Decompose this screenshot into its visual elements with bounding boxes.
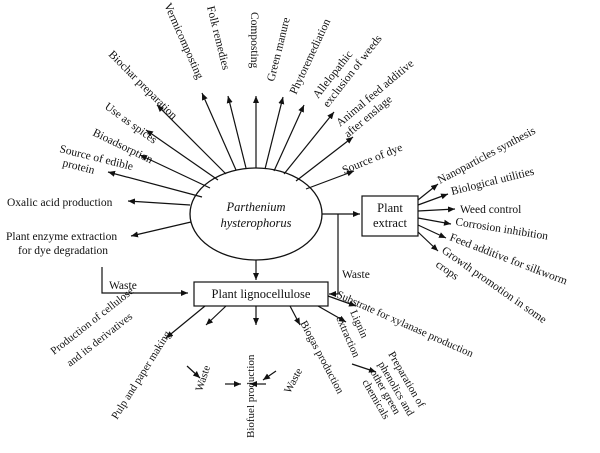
label-plant-enzyme-1: Plant enzyme extraction xyxy=(6,231,117,243)
lignocellulose-box xyxy=(193,281,329,307)
lignocellulose-arrows xyxy=(165,295,377,387)
label-source-of-dye: Source of dye xyxy=(341,142,405,177)
bottom-waste-right: Waste xyxy=(282,366,305,395)
arrow-source-of-dye xyxy=(305,170,355,190)
label-composting: Composting xyxy=(248,12,260,68)
arrow-animal-feed xyxy=(295,136,354,182)
arrow-green-manure xyxy=(264,96,285,170)
label-plant-enzyme-2: for dye degradation xyxy=(18,245,108,257)
arrow-phytoremediation xyxy=(273,104,305,172)
waste-label-left: Waste xyxy=(109,280,137,292)
plant-extract-label-2: extract xyxy=(373,216,408,230)
arrow-oxalic-acid xyxy=(127,198,191,206)
waste-from-left-arrow xyxy=(101,267,188,296)
arrow-biochar xyxy=(156,104,227,175)
center-ellipse xyxy=(189,167,323,261)
plant-extract-uses: Nanoparticles synthesis Biological utili… xyxy=(433,125,569,326)
label-green-manure: Green manure xyxy=(265,16,292,82)
use-weed-control: Weed control xyxy=(460,204,521,216)
label-folk-remedies: Folk remedies xyxy=(204,5,232,72)
plant-extract-label-1: Plant xyxy=(377,201,403,215)
arrow-plant-enzyme xyxy=(130,221,192,238)
plant-extract-box xyxy=(361,195,419,237)
label-oxalic-acid: Oxalic acid production xyxy=(7,197,113,209)
arrow-bioadsorption xyxy=(139,154,211,189)
arrow-vermicomposting xyxy=(201,92,237,171)
plant-extract-arrows xyxy=(417,183,456,252)
waste-from-extract-arrow xyxy=(329,214,339,297)
bottom-waste-left: Waste xyxy=(193,364,213,393)
arrow-allelopathic xyxy=(283,111,335,175)
lignocellulose-outputs: Substrate for xylanase production Produc… xyxy=(48,285,475,438)
arrow-folk-remedies xyxy=(226,95,247,169)
radial-arrows xyxy=(107,92,360,280)
waste-label-right: Waste xyxy=(342,269,370,281)
label-vermicomposting: Vermicomposting xyxy=(161,1,205,81)
arrow-edible-protein xyxy=(107,170,203,198)
output-pulp-paper: Pulp and paper making xyxy=(109,329,173,422)
lignocellulose-label: Plant lignocellulose xyxy=(212,287,311,301)
center-label-line1: Parthenium xyxy=(225,200,285,214)
arrow-use-as-spices xyxy=(145,129,219,181)
output-biofuel: Biofuel production xyxy=(245,354,257,438)
center-label-line2: hysterophorus xyxy=(220,216,291,230)
